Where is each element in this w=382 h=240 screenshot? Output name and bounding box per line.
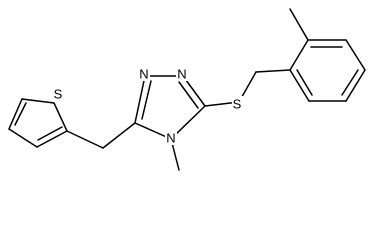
atom-labels: S N N S N	[53, 66, 243, 146]
bond	[178, 81, 199, 109]
benzene-ring	[289, 39, 366, 102]
bond	[53, 102, 68, 132]
aryl-methyl-group	[289, 8, 309, 41]
bond	[21, 98, 55, 104]
triazole-nitrogen-label: N	[139, 67, 148, 82]
bond	[36, 130, 68, 148]
bond	[345, 69, 366, 102]
bond	[14, 102, 27, 126]
bond	[341, 69, 359, 96]
thiophene-ring	[8, 98, 68, 148]
bond	[141, 80, 152, 120]
methylene-linker-left	[66, 122, 136, 149]
bond	[66, 130, 104, 149]
bond	[102, 122, 136, 149]
bond	[345, 39, 366, 71]
molecule-drawing: S N N S N	[8, 8, 366, 171]
methylated-nitrogen-label: N	[166, 131, 175, 146]
bond	[289, 8, 309, 41]
bond	[8, 98, 23, 130]
bond	[8, 128, 38, 148]
thioether-linkage	[204, 69, 291, 107]
bond	[37, 126, 63, 141]
bond	[289, 69, 310, 102]
triazole-nitrogen-label: N	[177, 67, 186, 82]
thiophene-sulfur-label: S	[54, 87, 63, 102]
thioether-sulfur-label: S	[233, 97, 242, 112]
structure-canvas: S N N S N	[8, 8, 366, 171]
bond	[255, 69, 291, 73]
bond	[296, 69, 313, 96]
bond	[289, 39, 309, 71]
bond	[134, 75, 146, 124]
